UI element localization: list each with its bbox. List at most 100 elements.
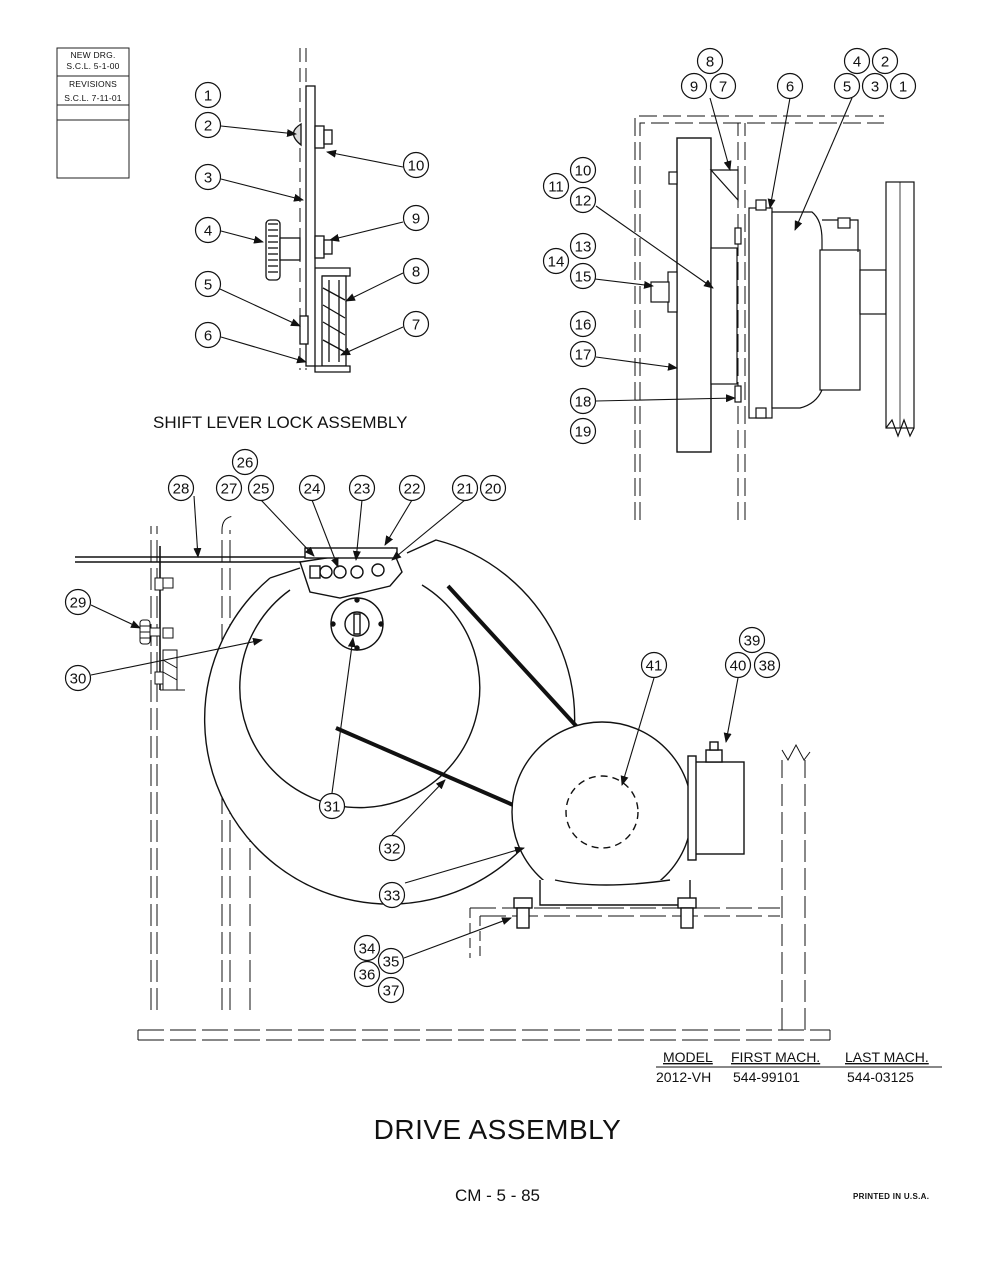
- callout-number: 10: [408, 158, 425, 175]
- leader-line: [329, 221, 404, 242]
- drive-side-view-drawing: [634, 115, 915, 520]
- callout-d27: 27: [215, 474, 243, 502]
- leader-line: [340, 326, 404, 356]
- callout-r3: 3: [861, 72, 889, 100]
- callout-number: 10: [575, 163, 592, 180]
- callout-number: 9: [412, 211, 420, 228]
- callout-number: 28: [173, 481, 190, 498]
- callout-number: 31: [324, 799, 341, 816]
- callout-number: 29: [70, 595, 87, 612]
- leader-line: [326, 149, 404, 168]
- shift-lever-lock-drawing: [265, 48, 351, 373]
- callout-d37: 37: [377, 976, 405, 1004]
- last-mach-header: LAST MACH.: [845, 1049, 929, 1065]
- callout-number: 4: [204, 223, 212, 240]
- callout-number: 41: [646, 658, 663, 675]
- callout-number: 19: [575, 424, 592, 441]
- leader-line: [220, 125, 297, 138]
- model-table: MODEL FIRST MACH. LAST MACH. 2012-VH 544…: [656, 1049, 942, 1085]
- callout-d26: 26: [231, 448, 259, 476]
- callout-number: 6: [204, 328, 212, 345]
- leader-line: [352, 499, 363, 561]
- callout-number: 5: [843, 79, 851, 96]
- callout-d30: 30: [64, 664, 92, 692]
- callout-r12: 12: [569, 186, 597, 214]
- callout-number: 18: [575, 394, 592, 411]
- callout-r6: 6: [776, 72, 804, 100]
- callout-number: 2: [204, 118, 212, 135]
- callout-number: 15: [575, 269, 592, 286]
- leader-line: [219, 288, 301, 327]
- callout-number: 11: [548, 179, 564, 196]
- model-header: MODEL: [663, 1049, 713, 1065]
- leader-line: [260, 499, 315, 557]
- shift-lever-lock-title: SHIFT LEVER LOCK ASSEMBLY: [153, 413, 407, 432]
- first-mach-header: FIRST MACH.: [731, 1049, 820, 1065]
- callout-d21: 21: [451, 474, 479, 502]
- model-value: 2012-VH: [656, 1069, 711, 1085]
- callout-number: 9: [690, 79, 698, 96]
- callout-number: 37: [383, 983, 400, 1000]
- first-mach-value: 544-99101: [733, 1069, 800, 1085]
- callout-number: 25: [253, 481, 270, 498]
- leader-line: [90, 604, 141, 629]
- callout-number: 3: [871, 79, 879, 96]
- leader-line: [90, 637, 263, 676]
- callout-number: 22: [404, 481, 421, 498]
- callout-number: 20: [485, 481, 502, 498]
- leader-line: [220, 178, 304, 202]
- callout-number: 7: [412, 317, 420, 334]
- callout-number: 24: [304, 481, 321, 498]
- last-mach-value: 544-03125: [847, 1069, 914, 1085]
- leader-line: [391, 779, 446, 836]
- callout-number: 13: [575, 239, 592, 256]
- callout-d40: 40: [724, 651, 752, 679]
- callout-d22: 22: [398, 474, 426, 502]
- callout-r18: 18: [569, 387, 597, 415]
- callout-number: 12: [575, 193, 592, 210]
- revision-date: S.C.L. 7-11-01: [64, 93, 122, 103]
- callout-c8: 8: [402, 257, 430, 285]
- callout-c4: 4: [194, 216, 222, 244]
- callout-d39: 39: [738, 626, 766, 654]
- drive-belt-drawing: [335, 584, 580, 810]
- callout-number: 32: [384, 841, 401, 858]
- callout-number: 30: [70, 671, 87, 688]
- callout-r8: 8: [696, 47, 724, 75]
- callout-d29: 29: [64, 588, 92, 616]
- callout-number: 33: [384, 888, 401, 905]
- leader-line: [384, 499, 413, 546]
- callout-number: 21: [457, 481, 474, 498]
- callout-r17: 17: [569, 340, 597, 368]
- callout-number: 14: [548, 254, 565, 271]
- callout-d36: 36: [353, 960, 381, 988]
- callout-r13: 13: [569, 232, 597, 260]
- leader-line: [709, 97, 732, 171]
- leader-line: [723, 677, 739, 743]
- callout-d20: 20: [479, 474, 507, 502]
- callout-number: 8: [412, 264, 420, 281]
- large-pulley-drawing: [203, 539, 576, 905]
- callout-d34: 34: [353, 934, 381, 962]
- revision-block: [56, 47, 130, 179]
- callout-r14: 14: [542, 247, 570, 275]
- callout-number: 2: [881, 54, 889, 71]
- callout-number: 27: [221, 481, 238, 498]
- callout-number: 7: [719, 79, 727, 96]
- revision-new-drawing: NEW DRG.: [70, 50, 115, 60]
- callout-d25: 25: [247, 474, 275, 502]
- callout-number: 34: [359, 941, 376, 958]
- callout-number: 3: [204, 170, 212, 187]
- callout-r10: 10: [569, 156, 597, 184]
- callout-number: 36: [359, 967, 376, 984]
- motor-drawing: [511, 721, 745, 929]
- callout-c3: 3: [194, 163, 222, 191]
- callout-number: 38: [759, 658, 776, 675]
- callout-number: 4: [853, 54, 861, 71]
- callout-c10: 10: [402, 151, 430, 179]
- leader-line: [403, 917, 512, 959]
- leader-line: [220, 336, 307, 364]
- printed-note: PRINTED IN U.S.A.: [853, 1192, 930, 1201]
